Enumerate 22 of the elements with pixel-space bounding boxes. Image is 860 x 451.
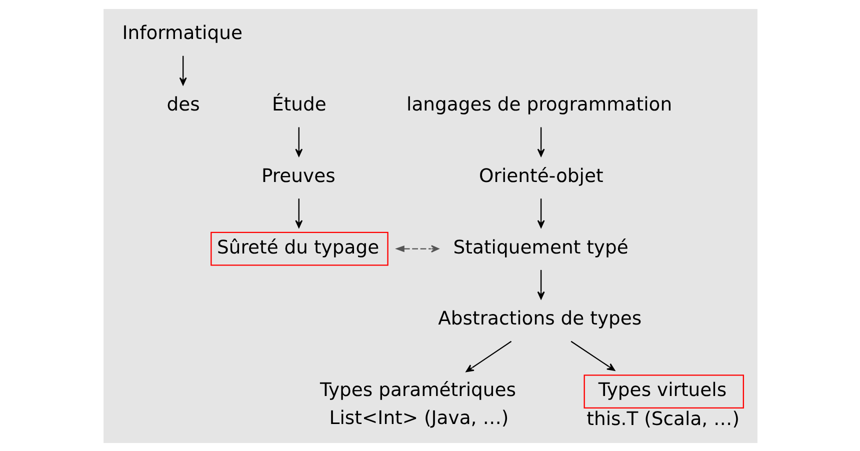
node-text: Abstractions de types	[438, 308, 642, 330]
node-text: Informatique	[122, 22, 242, 44]
node-box: Types virtuels	[583, 374, 744, 408]
arrow	[570, 340, 615, 370]
node-text: Types paramétriques	[319, 379, 516, 400]
arrow	[536, 126, 544, 156]
node-text: Statiquement typé	[452, 236, 628, 258]
node-text: langages de programmation	[406, 94, 672, 116]
node-label: this.T (Scala, …)	[586, 408, 740, 430]
arrow	[178, 55, 186, 85]
node-text: Preuves	[260, 165, 335, 186]
node-text: Orienté-objet	[478, 165, 603, 186]
node-text: des	[166, 94, 200, 116]
node-text: Étude	[271, 94, 326, 116]
arrow	[394, 244, 439, 252]
arrow	[465, 340, 512, 372]
arrow	[294, 126, 302, 156]
arrow	[536, 198, 544, 228]
node-box: Sûreté du typage	[210, 231, 388, 266]
node-label: List<Int> (Java, …)	[328, 408, 508, 429]
arrow	[536, 269, 544, 299]
arrow	[294, 198, 302, 228]
